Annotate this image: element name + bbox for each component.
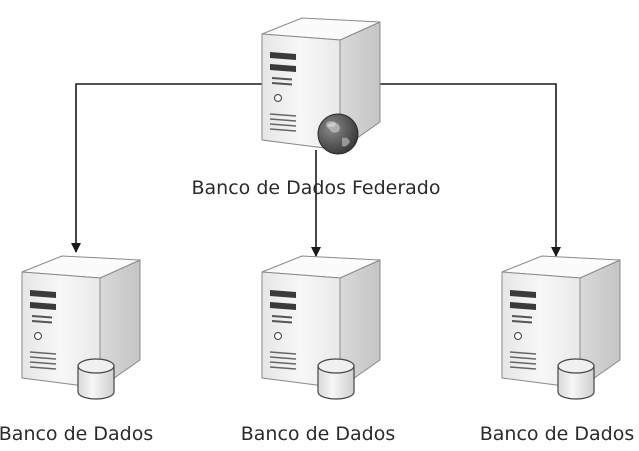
database-cylinder-icon <box>557 358 595 400</box>
database-cylinder-icon <box>77 358 115 400</box>
federated-server <box>261 17 381 155</box>
database-label-right: Banco de Dados <box>480 423 634 445</box>
database-server-left <box>21 255 141 400</box>
database-label-left: Banco de Dados <box>0 423 153 445</box>
database-cylinder-icon <box>317 358 355 400</box>
connector-left <box>71 83 262 253</box>
database-server-right <box>501 255 621 400</box>
database-label-center: Banco de Dados <box>241 423 395 445</box>
connectors <box>71 83 561 257</box>
database-server-center <box>261 255 381 400</box>
federated-server-label: Banco de Dados Federado <box>192 177 441 199</box>
connector-right <box>372 83 561 257</box>
globe-icon <box>317 113 359 155</box>
